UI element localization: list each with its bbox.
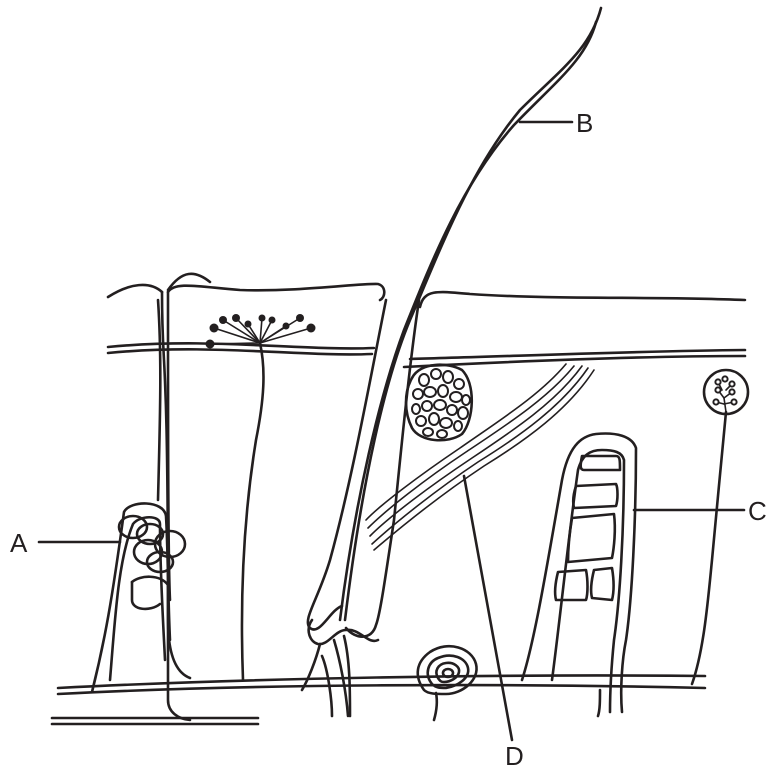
label-d: D <box>505 741 524 771</box>
coiled-corpuscle-a <box>117 298 192 722</box>
arrector-pili-muscle <box>365 363 595 551</box>
hair-follicle <box>300 6 603 718</box>
right-sensory-ending <box>690 368 750 686</box>
label-a: A <box>10 528 28 558</box>
label-c: C <box>748 496 767 526</box>
left-dermal-papilla <box>90 272 212 694</box>
dermis-base-lines <box>50 674 707 726</box>
label-b: B <box>576 108 593 138</box>
callout-line-d <box>462 474 514 742</box>
epidermis-layer <box>106 282 747 369</box>
sweat-gland-c <box>520 432 638 718</box>
lamellated-corpuscle <box>416 645 478 696</box>
free-nerve-ending <box>205 314 316 682</box>
sebaceous-gland <box>404 363 474 442</box>
callout-lines <box>37 120 746 742</box>
